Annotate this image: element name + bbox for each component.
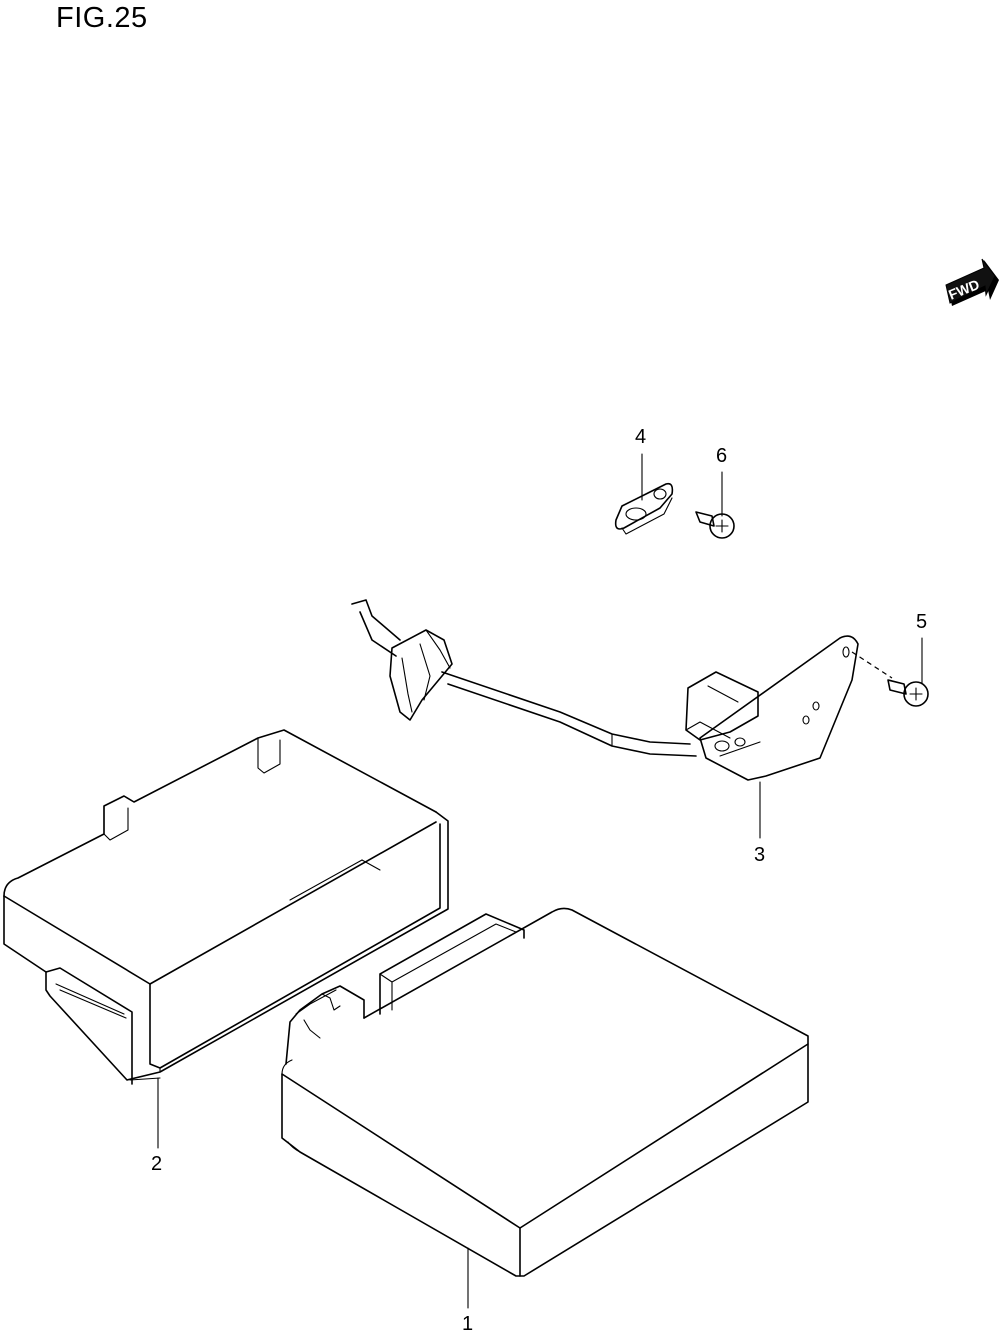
callout-4: 4 xyxy=(635,426,646,448)
fwd-arrow-badge: FWD xyxy=(945,258,999,306)
callout-3: 3 xyxy=(754,844,765,866)
callout-1: 1 xyxy=(462,1313,473,1334)
part-6-screw xyxy=(695,511,735,539)
part-1-ecu-unit xyxy=(281,907,809,1277)
callout-2: 2 xyxy=(151,1153,162,1175)
callout-6: 6 xyxy=(716,445,727,467)
part-2-cover xyxy=(3,729,449,1085)
part-4-clamp-plate xyxy=(614,482,674,535)
part-3-sensor-bracket xyxy=(351,599,859,781)
figure-title: FIG.25 xyxy=(56,2,148,34)
callout-5: 5 xyxy=(916,611,927,633)
part-5-screw xyxy=(851,651,929,707)
